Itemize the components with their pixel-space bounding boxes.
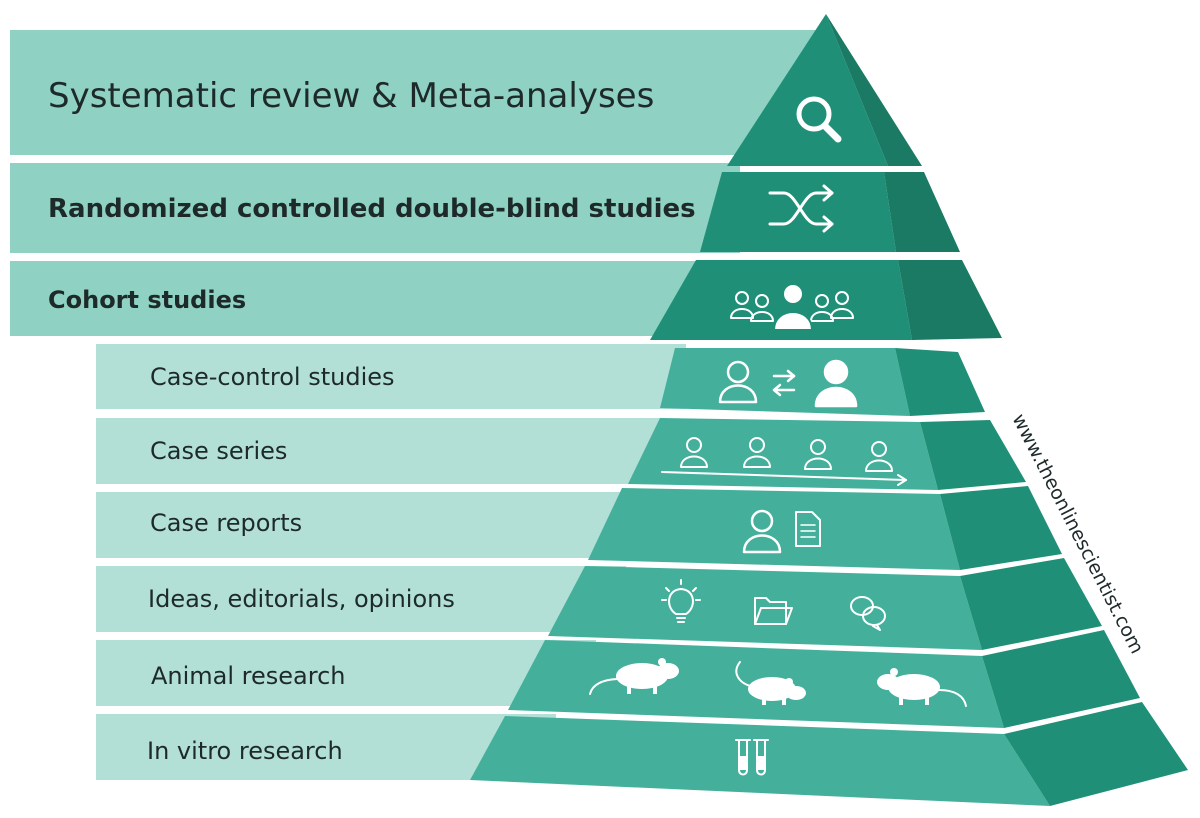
- group-icon: [730, 283, 854, 331]
- rats-icon: [589, 658, 967, 707]
- bar-level-1: [10, 30, 830, 155]
- bar-level-4: [96, 344, 686, 409]
- bar-level-7: [96, 566, 626, 632]
- magnifier-icon: [796, 96, 842, 143]
- pyramid-level-6-front: [588, 488, 960, 570]
- folder-icon: [754, 597, 793, 625]
- level-1-label: Systematic review & Meta-analyses: [48, 76, 654, 116]
- pyramid-level-4-front: [660, 348, 910, 416]
- pyramid-level-5-front: [628, 418, 938, 490]
- pyramid-level-6-side: [940, 486, 1062, 570]
- label-bars: [10, 30, 830, 780]
- rat-3-icon: [877, 668, 967, 707]
- pyramid-level-8-side: [982, 630, 1140, 728]
- compare-people-icon: [718, 359, 858, 408]
- bar-level-3: [10, 261, 700, 336]
- bar-level-8: [96, 640, 596, 706]
- level-5-label: Case series: [150, 437, 287, 465]
- pyramid-level-1-front: [727, 14, 888, 166]
- pyramid-level-7-side: [960, 558, 1102, 650]
- rat-2-icon: [735, 661, 806, 705]
- lightbulb-icon: [661, 579, 701, 623]
- bar-level-2: [10, 163, 740, 253]
- pyramid-level-3-side: [898, 260, 1002, 340]
- chat-bubbles-icon: [850, 596, 886, 631]
- rat-1-icon: [589, 658, 679, 695]
- level-3-label: Cohort studies: [48, 286, 246, 314]
- pyramid-level-3-front: [650, 260, 912, 340]
- level-7-label: Ideas, editorials, opinions: [148, 585, 455, 613]
- pyramid: [470, 14, 1188, 806]
- pyramid-level-1-side: [826, 14, 922, 166]
- bar-level-6: [96, 492, 656, 558]
- level-8-label: Animal research: [151, 662, 346, 690]
- shuffle-icon: [768, 184, 834, 233]
- person-document-icon: [742, 509, 821, 554]
- level-4-label: Case-control studies: [150, 363, 395, 391]
- bar-level-5: [96, 418, 666, 484]
- level-6-label: Case reports: [150, 509, 302, 537]
- pyramid-level-2-side: [884, 172, 960, 252]
- level-9-label: In vitro research: [147, 737, 343, 765]
- pyramid-level-9-side: [1004, 702, 1188, 806]
- level-labels: Systematic review & Meta-analyses Random…: [48, 76, 696, 765]
- people-timeline-icon: [661, 437, 907, 486]
- level-2-label: Randomized controlled double-blind studi…: [48, 194, 696, 224]
- test-tubes-icon: [735, 739, 769, 776]
- pyramid-level-4-side: [895, 348, 985, 416]
- pyramid-level-5-side: [920, 420, 1026, 490]
